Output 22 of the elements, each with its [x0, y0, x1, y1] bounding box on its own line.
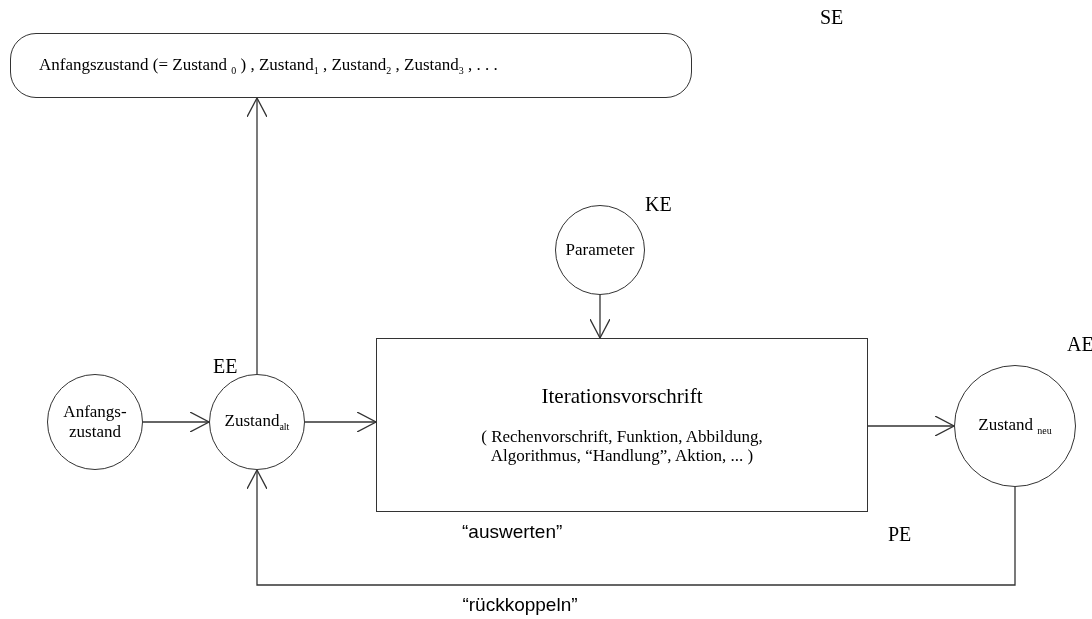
arrow: [246, 97, 268, 375]
state-sequence-text: Anfangszustand (= Zustand $_{0}$ ) , Zustand$_{1}$ , Zustand$_{2}$ , Zustand$_{3}$ , . . .: [39, 54, 498, 77]
state-label: Anfangs- zustand: [62, 402, 128, 442]
edge-label: “rückkoppeln”: [462, 594, 578, 616]
node-label: PE: [888, 523, 912, 546]
arrow: [142, 411, 210, 433]
node-label: “auswerten”: [462, 521, 563, 543]
state-label: Zustand$_{alt}$: [224, 411, 290, 433]
arrow: [867, 415, 955, 437]
state-label: Parameter: [565, 240, 635, 260]
process-title: Iterationsvorschrift: [541, 384, 703, 409]
element-label: SE: [820, 6, 844, 29]
arrow: [304, 411, 377, 433]
node-label: KE: [645, 193, 672, 216]
node-label: EE: [213, 355, 238, 378]
arrow: [589, 294, 611, 339]
process-description: ( Rechenvorschrift, Funktion, Abbildung, Algorithmus, “Handlung”, Aktion, ... ): [480, 426, 764, 466]
process-box: [376, 338, 868, 512]
state-label: Zustand $_{neu}$: [978, 415, 1052, 437]
node-label: AE: [1067, 333, 1092, 356]
state-sequence-box: [10, 33, 692, 98]
arrow: [246, 469, 1016, 586]
